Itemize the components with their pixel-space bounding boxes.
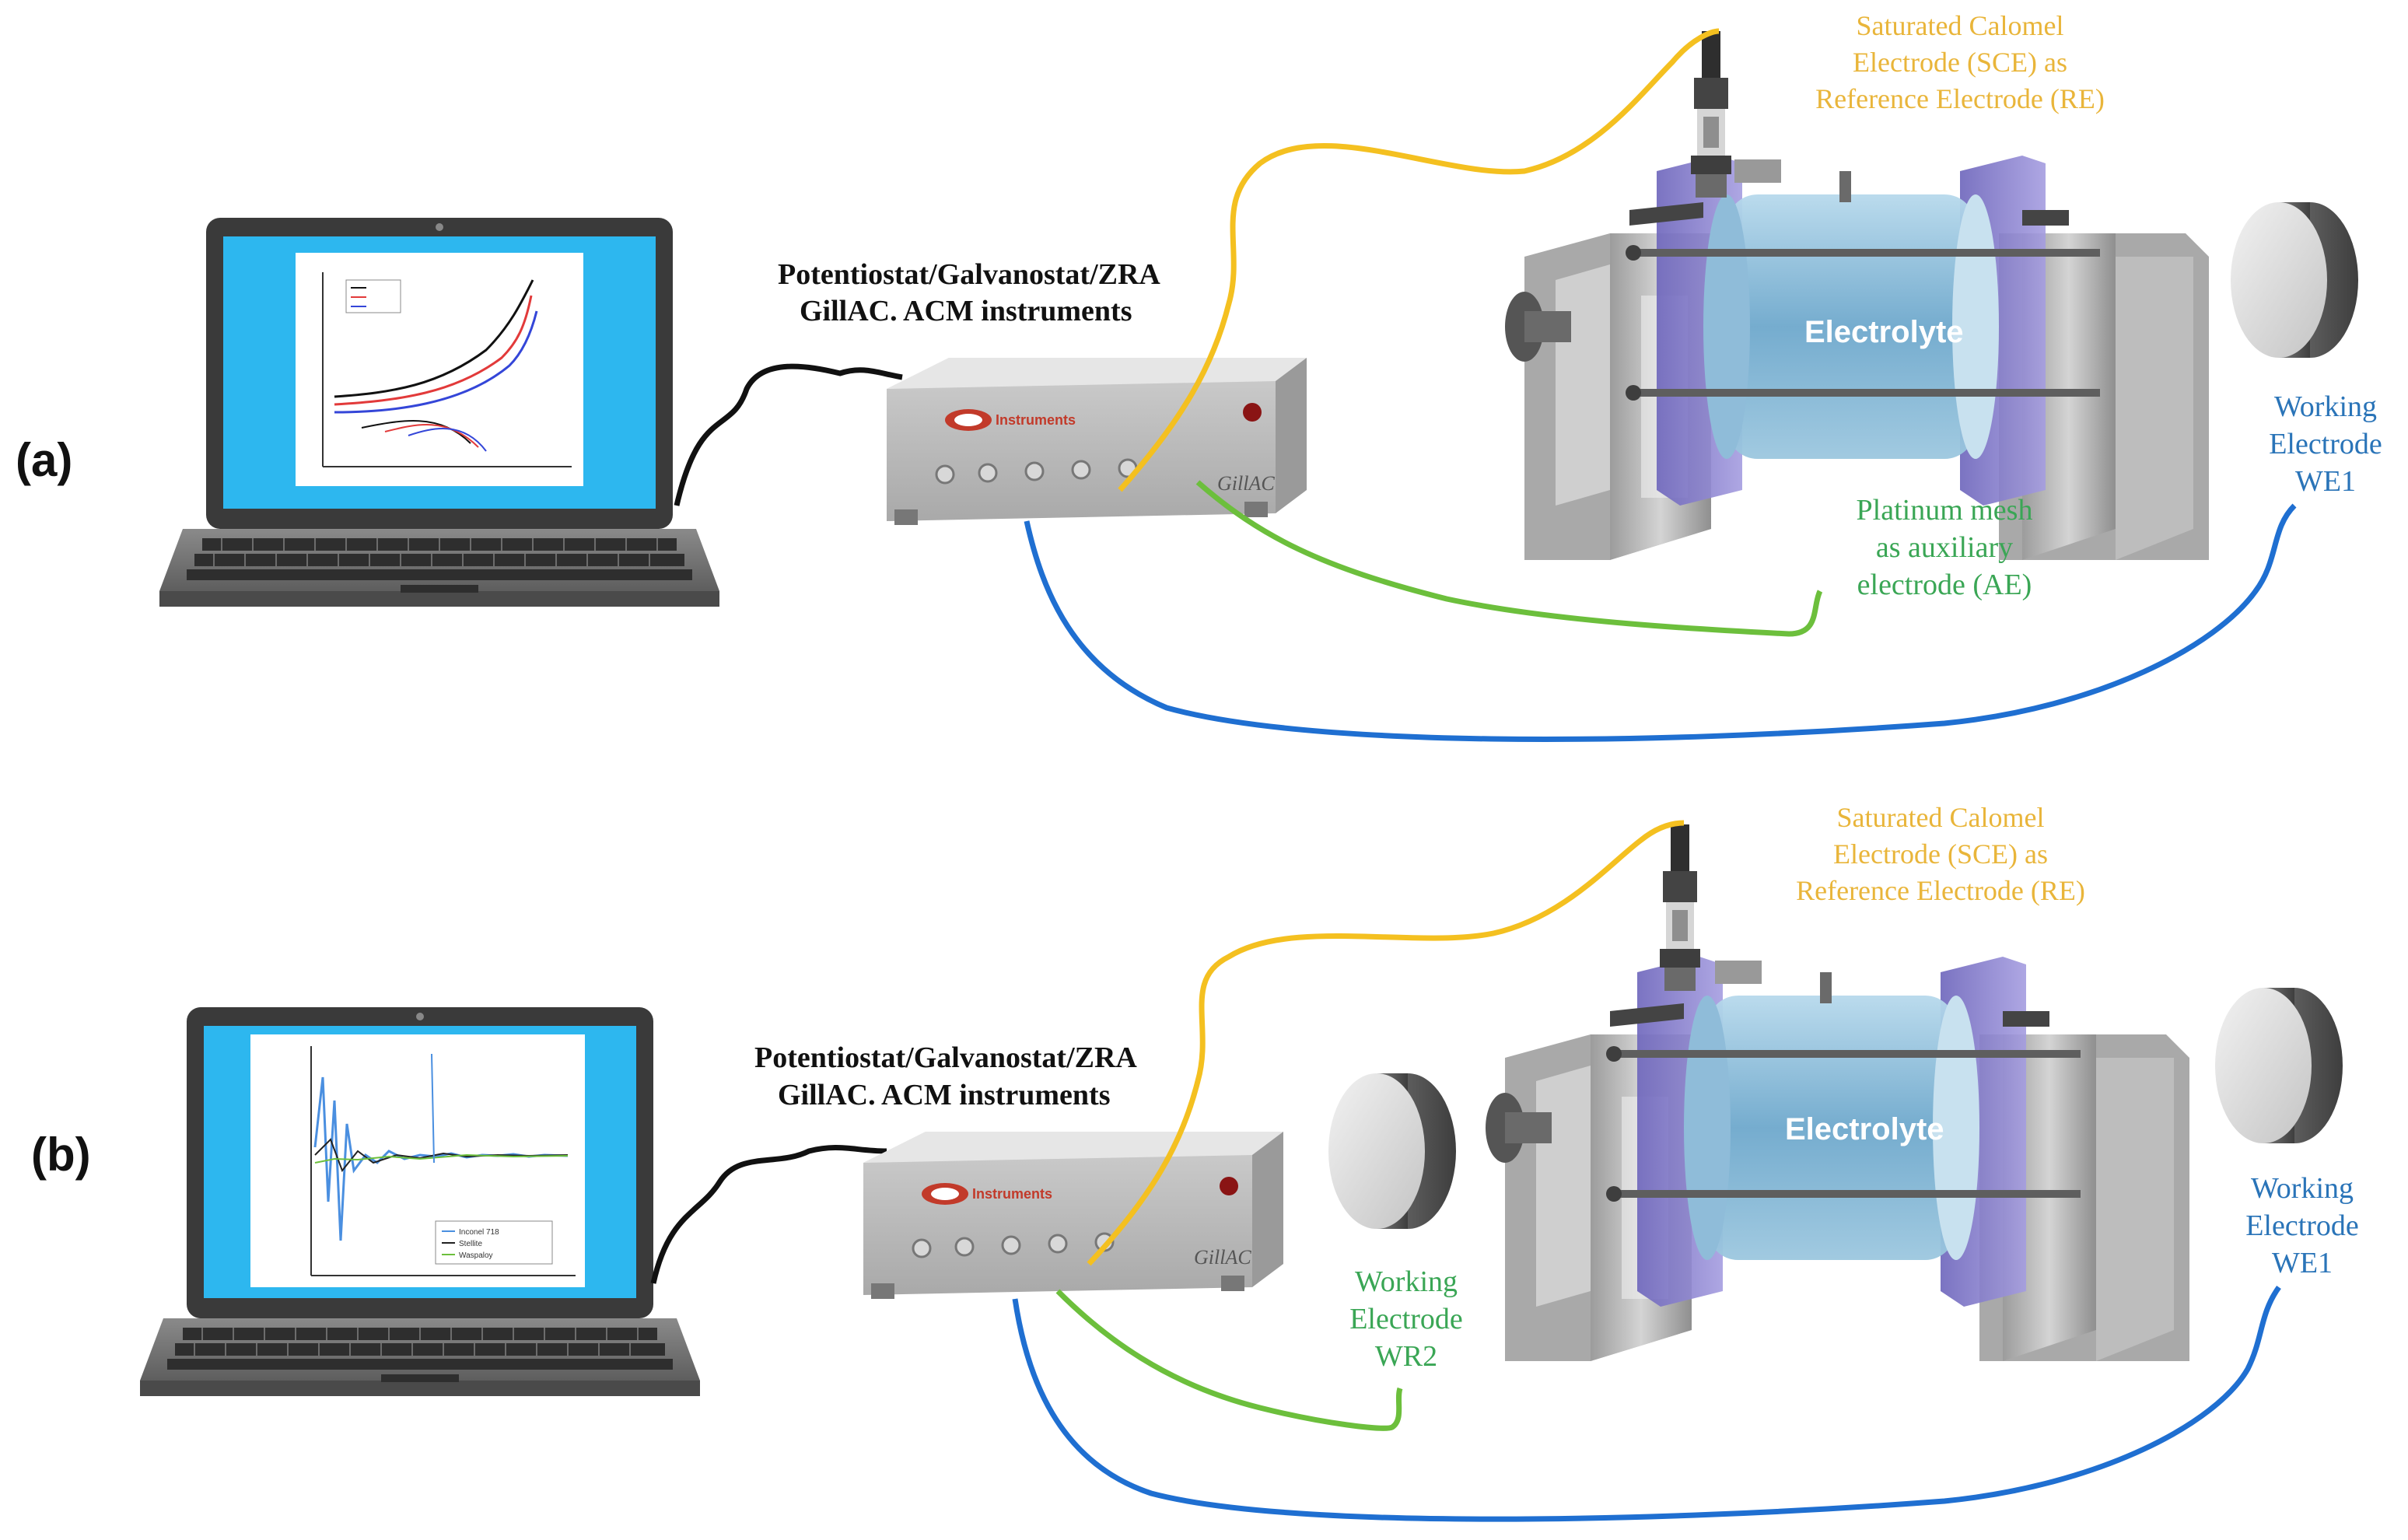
laptop-icon: Inconel 718 Stellite Waspaloy <box>139 1006 701 1397</box>
sce-label-line3: Reference Electrode (RE) <box>1796 875 2085 906</box>
electrode-disc-icon <box>2231 202 2358 358</box>
we1-label-line3: WE1 <box>2295 465 2356 498</box>
instrument-label-line2: GillAC. ACM instruments <box>778 1079 1111 1111</box>
svg-text:Stellite: Stellite <box>459 1240 482 1248</box>
sce-label-line2: Electrode (SCE) as <box>1853 47 2067 78</box>
electrode-disc-icon <box>2215 988 2343 1143</box>
svg-text:Waspaloy: Waspaloy <box>459 1251 493 1260</box>
electrolyte-label: Electrolyte <box>1785 1112 1944 1146</box>
wr2-label-line3: WR2 <box>1375 1340 1437 1373</box>
reference-wire <box>1087 820 1685 1266</box>
sce-label-line3: Reference Electrode (RE) <box>1815 83 2105 114</box>
we1-label-line1: Working <box>2251 1172 2354 1205</box>
aux-wire <box>1055 1289 1403 1431</box>
svg-text:GillAC: GillAC <box>1217 472 1275 495</box>
aux-label-line1: Platinum mesh <box>1857 494 2033 527</box>
wr2-label-line2: Electrode <box>1349 1303 1463 1335</box>
aux-wire <box>1195 480 1823 637</box>
sce-label-line2: Electrode (SCE) as <box>1833 838 2048 870</box>
svg-text:Inconel 718: Inconel 718 <box>459 1228 499 1237</box>
panel-a: (a) Potentiostat/Gal <box>16 10 2382 742</box>
sce-label-line1: Saturated Calomel <box>1857 10 2064 41</box>
electrolyte-label: Electrolyte <box>1804 315 1964 349</box>
svg-text:Instruments: Instruments <box>972 1186 1052 1202</box>
laptop-icon <box>159 217 720 607</box>
aux-label-line2: as auxiliary <box>1876 531 2013 564</box>
working-wire <box>1012 1285 2281 1522</box>
potentiostat-icon: Instruments GillAC <box>862 1130 1285 1300</box>
instrument-label-line2: GillAC. ACM instruments <box>800 295 1132 327</box>
svg-text:GillAC: GillAC <box>1194 1246 1251 1269</box>
svg-text:Instruments: Instruments <box>996 412 1076 428</box>
panel-a-label: (a) <box>16 434 72 486</box>
we1-label-line2: Electrode <box>2245 1209 2359 1242</box>
instrument-label-line1: Potentiostat/Galvanostat/ZRA <box>754 1041 1137 1074</box>
wr2-label-line1: Working <box>1355 1265 1458 1298</box>
calomel-electrode-icon <box>1660 824 1700 991</box>
reference-wire <box>1118 28 1720 492</box>
screen-polarization-plot <box>322 272 572 467</box>
electrochemical-cell-icon: Electrolyte <box>1505 156 2209 560</box>
electrochemical-cell-icon: Electrolyte <box>1486 957 2189 1361</box>
usb-cable <box>650 1145 887 1284</box>
potentiostat-icon: Instruments GillAC <box>885 356 1308 527</box>
usb-cable <box>674 363 903 506</box>
aux-label-line3: electrode (AE) <box>1857 569 2032 601</box>
we1-label-line3: WE1 <box>2272 1247 2333 1279</box>
panel-b: (b) Inconel 718 Stellite Waspaloy <box>31 802 2359 1522</box>
screen-noise-plot: Inconel 718 Stellite Waspaloy <box>310 1046 576 1276</box>
panel-b-label: (b) <box>31 1129 91 1181</box>
we1-label-line2: Electrode <box>2269 428 2382 460</box>
electrode-disc-icon <box>1328 1073 1456 1229</box>
sce-label-line1: Saturated Calomel <box>1837 802 2045 833</box>
working-wire <box>1024 503 2297 742</box>
calomel-electrode-icon <box>1691 31 1731 198</box>
we1-label-line1: Working <box>2274 390 2377 423</box>
instrument-label-line1: Potentiostat/Galvanostat/ZRA <box>778 258 1160 291</box>
